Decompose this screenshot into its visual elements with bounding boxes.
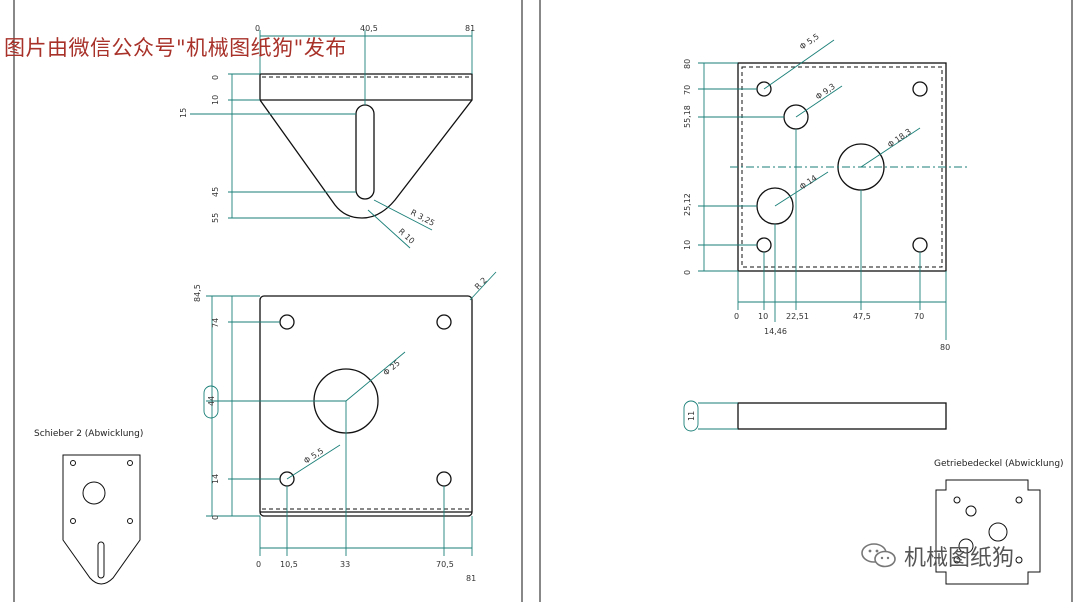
flat-pattern-left [62, 454, 141, 585]
dim-right-hole-a: Φ 5,5 [798, 32, 821, 52]
dim-plate-x4: 81 [466, 574, 476, 583]
dim-right-x5: 14,46 [764, 327, 787, 336]
dim-plate-x2: 33 [340, 560, 350, 569]
dim-right-x2: 22,51 [786, 312, 809, 321]
dim-plate-x3: 70,5 [436, 560, 454, 569]
brand-name: 机械图纸狗 [904, 546, 1015, 571]
dim-top-x1: 40,5 [360, 24, 378, 33]
flat-pattern-title-right: Getriebedeckel (Abwicklung) [934, 459, 1064, 469]
dim-right-hole-d: Φ 14 [798, 173, 819, 191]
dim-plate-radius: R 2 [473, 276, 489, 292]
brand-badge: 机械图纸狗 [860, 540, 1014, 572]
dim-right-x4: 70 [914, 312, 924, 321]
dim-right-y1: 70 [683, 85, 692, 95]
side-view-right [683, 400, 947, 432]
dim-plate-y2: 44 [207, 396, 216, 406]
dim-top-y0: 0 [211, 75, 220, 80]
dim-side-thickness: 11 [687, 411, 696, 421]
dim-radius-large: R 10 [397, 227, 417, 246]
plate-view-left [203, 271, 497, 556]
dim-top-x0: 0 [255, 24, 260, 33]
dim-right-x0: 0 [734, 312, 739, 321]
dim-right-y5: 0 [683, 270, 692, 275]
flat-pattern-right [935, 479, 1041, 585]
dim-plate-small-hole: Φ 5,5 [302, 446, 325, 465]
dim-right-x1: 10 [758, 312, 768, 321]
dim-plate-y4: 0 [211, 515, 220, 520]
dim-top-y4: 55 [211, 213, 220, 223]
dim-top-y1: 10 [211, 95, 220, 105]
watermark-text: 图片由微信公众号"机械图纸狗"发布 [4, 36, 347, 60]
dim-right-y3: 25,12 [683, 193, 692, 216]
dim-top-x2: 81 [465, 24, 475, 33]
dim-plate-x0: 0 [256, 560, 261, 569]
dim-right-x6: 80 [940, 343, 950, 352]
dim-top-y2: 15 [179, 108, 188, 118]
dim-right-hole-c: Φ 18,3 [886, 127, 913, 150]
flat-pattern-title-left: Schieber 2 (Abwicklung) [34, 429, 143, 439]
dim-right-y0: 80 [683, 59, 692, 69]
plate-view-right [698, 39, 970, 340]
dim-plate-y3: 14 [211, 474, 220, 484]
wechat-icon [861, 543, 896, 568]
dim-right-y2: 55,18 [683, 105, 692, 128]
dim-plate-y0: 84,5 [193, 284, 202, 302]
dim-plate-x1: 10,5 [280, 560, 298, 569]
dim-top-y3: 45 [211, 187, 220, 197]
dim-right-y4: 10 [683, 240, 692, 250]
dim-plate-big-hole: Φ 25 [382, 358, 402, 377]
dim-right-x3: 47,5 [853, 312, 871, 321]
slider-part-view [190, 30, 473, 249]
dim-plate-y1: 74 [211, 318, 220, 328]
